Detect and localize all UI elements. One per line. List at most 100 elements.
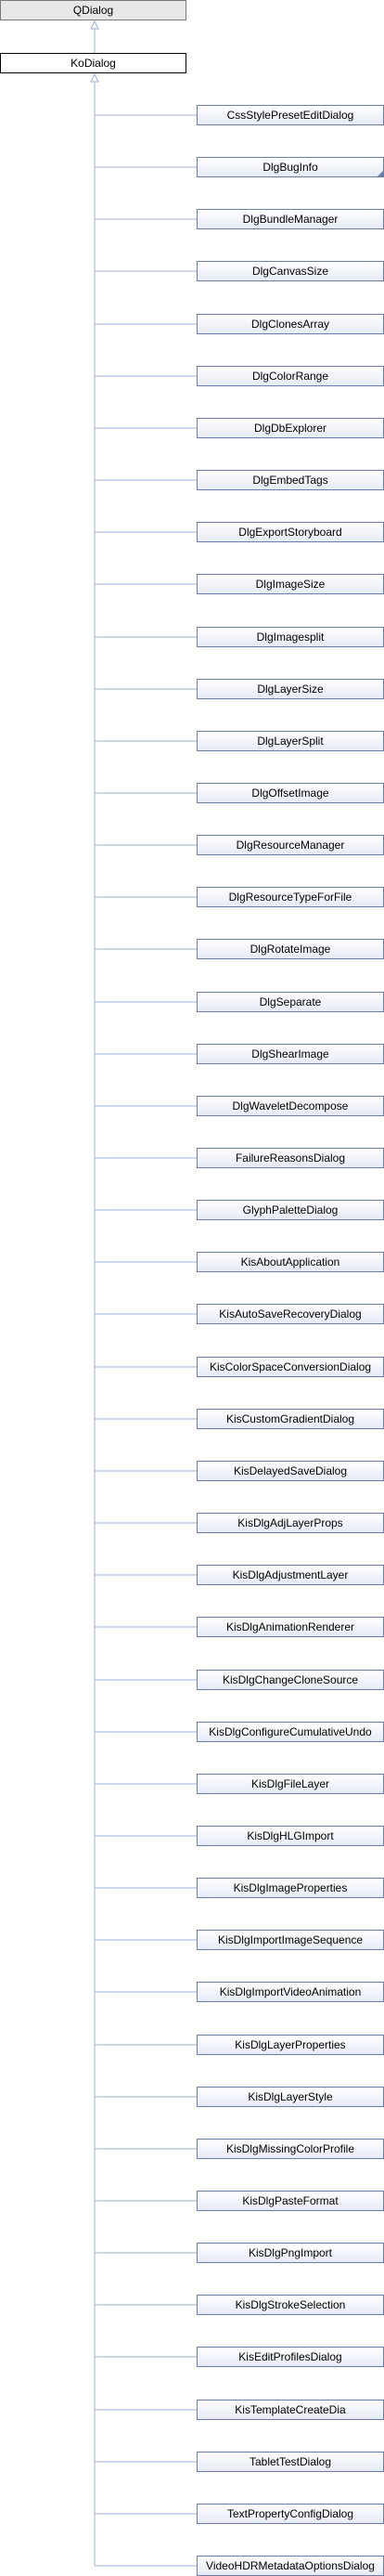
subclass-node[interactable]: DlgResourceManager [197,835,384,855]
subclass-node[interactable]: KisDlgImageProperties [197,1878,384,1898]
subclass-node[interactable]: TextPropertyConfigDialog [197,2504,384,2524]
subclass-label: DlgDbExplorer [253,422,327,435]
current-class-node[interactable]: KoDialog [0,53,186,73]
subclass-label: KisDlgHLGImport [247,1829,334,1842]
subclass-node[interactable]: KisDlgMissingColorProfile [197,2139,384,2159]
subclass-node[interactable]: DlgCanvasSize [197,261,384,281]
subclass-node[interactable]: KisDlgStrokeSelection [197,2295,384,2315]
subclass-node[interactable]: KisDlgLayerProperties [197,2035,384,2055]
subclass-label: KisDlgImageProperties [233,1881,348,1894]
subclass-node[interactable]: DlgBundleManager [197,209,384,229]
subclass-node[interactable]: DlgClonesArray [197,314,384,334]
subclass-node[interactable]: FailureReasonsDialog [197,1148,384,1168]
collapsed-marker-icon [378,171,383,176]
subclass-label: KisTemplateCreateDia [235,2403,346,2416]
subclass-node[interactable]: DlgImageSize [197,574,384,594]
current-class-label: KoDialog [70,57,116,70]
subclass-label: DlgResourceTypeForFile [228,891,352,904]
subclass-label: KisColorSpaceConversionDialog [209,1360,372,1373]
subclass-node[interactable]: KisDlgAdjLayerProps [197,1513,384,1533]
subclass-node[interactable]: KisDlgConfigureCumulativeUndo [197,1722,384,1742]
subclass-node[interactable]: DlgDbExplorer [197,418,384,438]
subclass-node[interactable]: VideoHDRMetadataOptionsDialog [197,2556,384,2576]
subclass-node[interactable]: DlgSeparate [197,992,384,1012]
subclass-label: TextPropertyConfigDialog [226,2507,354,2520]
subclass-node[interactable]: KisDlgFileLayer [197,1774,384,1794]
subclass-node[interactable]: DlgWaveletDecompose [197,1096,384,1116]
subclass-node[interactable]: KisDlgLayerStyle [197,2087,384,2107]
subclass-node[interactable]: KisAboutApplication [197,1252,384,1272]
subclass-node[interactable]: KisDlgAnimationRenderer [197,1617,384,1637]
subclass-label: DlgLayerSplit [257,735,324,748]
subclass-label: KisDlgPasteFormat [242,2194,339,2207]
subclass-label: DlgEmbedTags [252,474,328,487]
subclass-node[interactable]: DlgRotateImage [197,939,384,959]
subclass-label: DlgClonesArray [250,318,330,331]
subclass-node[interactable]: KisEditProfilesDialog [197,2347,384,2367]
subclass-node[interactable]: DlgResourceTypeForFile [197,887,384,907]
subclass-label: KisDlgFileLayer [250,1777,330,1790]
subclass-node[interactable]: CssStylePresetEditDialog [197,105,384,125]
subclass-label: KisDlgImportVideoAnimation [219,1985,362,1998]
subclass-node[interactable]: KisDlgImportVideoAnimation [197,1982,384,2002]
subclass-node[interactable]: KisDlgImportImageSequence [197,1930,384,1950]
subclass-node[interactable]: GlyphPaletteDialog [197,1200,384,1220]
subclass-label: KisDlgLayerProperties [235,2038,346,2051]
subclass-node[interactable]: KisColorSpaceConversionDialog [197,1357,384,1377]
subclass-label: DlgResourceManager [236,839,345,852]
subclass-label: KisAboutApplication [240,1255,340,1268]
subclass-node[interactable]: DlgShearImage [197,1044,384,1064]
subclass-label: KisDlgStrokeSelection [235,2298,346,2311]
subclass-label: KisDelayedSaveDialog [233,1464,348,1477]
subclass-label: DlgShearImage [251,1047,329,1060]
subclass-node[interactable]: DlgImagesplit [197,627,384,647]
subclass-label: KisDlgPngImport [248,2246,333,2259]
subclass-node[interactable]: KisDlgChangeCloneSource [197,1670,384,1690]
subclass-node[interactable]: DlgOffsetImage [197,783,384,803]
subclass-node[interactable]: KisDlgPngImport [197,2243,384,2263]
subclass-label: KisDlgConfigureCumulativeUndo [209,1725,372,1738]
subclass-label: DlgSeparate [259,995,322,1008]
subclass-label: VideoHDRMetadataOptionsDialog [206,2559,375,2572]
subclass-node[interactable]: KisDlgHLGImport [197,1826,384,1846]
subclass-node[interactable]: KisTemplateCreateDia [197,2400,384,2420]
subclass-label: KisDlgImportImageSequence [217,1933,364,1946]
subclass-node[interactable]: DlgLayerSize [197,679,384,699]
base-class-label: QDialog [72,4,114,17]
subclass-label: KisDlgAdjustmentLayer [232,1568,349,1581]
subclass-node[interactable]: DlgEmbedTags [197,470,384,490]
subclass-label: DlgLayerSize [257,683,324,696]
subclass-label: KisAutoSaveRecoveryDialog [219,1308,362,1321]
subclass-label: DlgBundleManager [242,213,339,226]
subclass-label: GlyphPaletteDialog [242,1203,339,1216]
subclass-label: DlgRotateImage [250,943,331,956]
subclass-node[interactable]: TabletTestDialog [197,2452,384,2472]
subclass-label: DlgImagesplit [256,631,325,644]
subclass-node[interactable]: KisDlgPasteFormat [197,2191,384,2211]
subclass-label: FailureReasonsDialog [235,1151,346,1164]
subclass-label: DlgOffsetImage [251,787,329,800]
subclass-node[interactable]: KisCustomGradientDialog [197,1409,384,1429]
subclass-label: KisDlgLayerStyle [248,2090,333,2103]
subclass-label: DlgExportStoryboard [238,526,342,539]
subclass-label: TabletTestDialog [249,2455,332,2468]
subclass-node[interactable]: DlgLayerSplit [197,731,384,751]
subclass-node[interactable]: KisDlgAdjustmentLayer [197,1565,384,1585]
subclass-label: DlgImageSize [255,578,326,591]
subclass-node[interactable]: DlgBugInfo [197,157,384,177]
subclass-label: DlgWaveletDecompose [232,1099,349,1112]
base-class-node[interactable]: QDialog [0,0,186,20]
subclass-label: DlgBugInfo [262,161,318,174]
base-inheritance-arrow-icon [90,20,99,30]
subclass-node[interactable]: DlgColorRange [197,366,384,386]
subclass-label: KisDlgAnimationRenderer [225,1620,355,1633]
subclass-label: KisDlgChangeCloneSource [222,1673,359,1686]
subclass-label: KisDlgMissingColorProfile [225,2142,355,2155]
subclass-node[interactable]: DlgExportStoryboard [197,522,384,542]
subclass-label: KisCustomGradientDialog [225,1412,355,1425]
subclass-label: DlgCanvasSize [251,265,329,278]
subclass-label: KisEditProfilesDialog [238,2350,342,2363]
subclass-node[interactable]: KisAutoSaveRecoveryDialog [197,1304,384,1324]
subclass-node[interactable]: KisDelayedSaveDialog [197,1461,384,1481]
